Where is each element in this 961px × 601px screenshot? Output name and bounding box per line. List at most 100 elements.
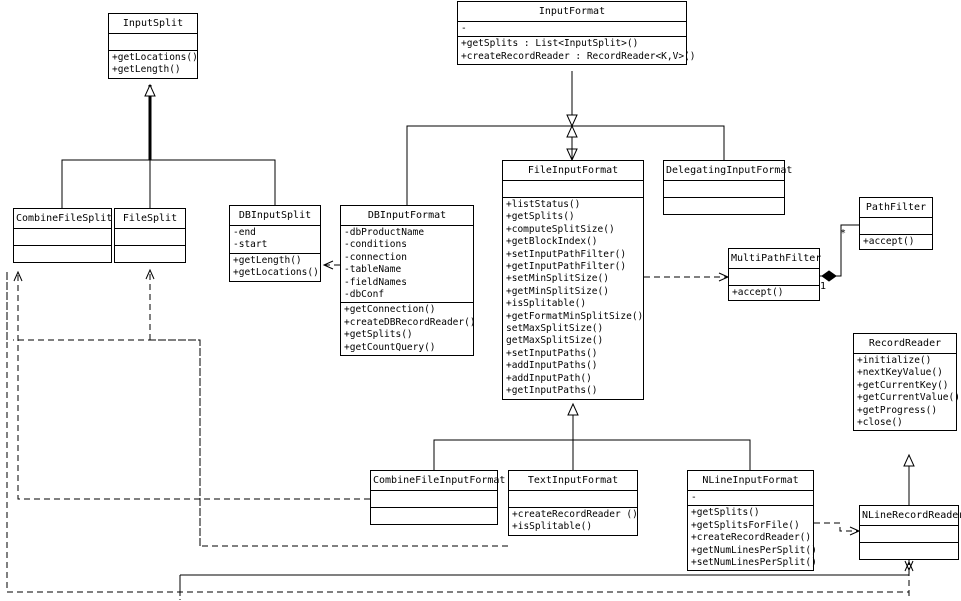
class-attribute: -end <box>233 227 256 238</box>
class-attribute: - <box>691 492 697 503</box>
class-attribute: - <box>461 23 467 34</box>
class-title: TextInputFormat <box>509 471 637 491</box>
class-method: +createRecordReader () <box>512 509 638 520</box>
class-methods: +listStatus() +getSplits() +computeSplit… <box>503 198 643 399</box>
class-title: NLineRecordReader <box>860 506 961 526</box>
class-box-multipathfilter[interactable]: MultiPathFilter +accept() <box>728 248 821 302</box>
class-attribute: -dbProductName <box>344 227 425 238</box>
class-attribute: -fieldNames <box>344 276 407 288</box>
class-attributes <box>860 526 958 543</box>
class-attribute: -tableName <box>344 264 402 276</box>
class-attributes <box>664 181 784 198</box>
class-title: InputSplit <box>109 14 197 34</box>
class-box-dbinputsplit[interactable]: DBInputSplit -end -start +getLength() +g… <box>229 205 321 282</box>
class-attributes: -dbProductName -conditions -connection -… <box>341 226 473 304</box>
class-methods: +createRecordReader () +isSplitable() <box>509 508 638 535</box>
class-method: +setInputPathFilter() <box>506 248 627 260</box>
class-box-inputsplit[interactable]: InputSplit +getLocations() +getLength() <box>108 13 198 79</box>
class-box-combinefileinputformat[interactable]: CombineFileInputFormat <box>370 470 505 525</box>
class-method: +isSplitable() <box>512 521 593 533</box>
class-title: InputFormat <box>458 2 686 22</box>
class-attributes <box>115 229 185 246</box>
class-method: +getCurrentKey() <box>857 379 949 391</box>
class-methods <box>860 543 958 559</box>
class-method: +getLength() <box>233 254 302 266</box>
class-method: +getInputPaths() <box>506 385 598 397</box>
class-method: +accept() <box>732 287 784 298</box>
class-method: +getSplits() <box>344 329 413 341</box>
class-method: +getCurrentValue() <box>857 392 960 404</box>
class-method: +close() <box>857 417 903 429</box>
class-box-nlineinputformat[interactable]: NLineInputFormat - +getSplits() +getSpli… <box>687 470 817 572</box>
class-methods: +getSplits() +getSplitsForFile() +create… <box>688 506 817 570</box>
class-methods <box>664 198 784 214</box>
class-methods: +initialize() +nextKeyValue() +getCurren… <box>854 354 960 430</box>
class-methods <box>14 246 111 262</box>
class-box-textinputformat[interactable]: TextInputFormat +createRecordReader () +… <box>508 470 638 536</box>
class-attribute: -dbConf <box>344 289 385 301</box>
class-method: +getInputPathFilter() <box>506 261 627 273</box>
class-method: +getLocations() <box>112 52 198 63</box>
class-box-nlinerecordreader[interactable]: NLineRecordReader <box>859 505 961 560</box>
class-methods: +accept() <box>729 286 819 300</box>
class-box-recordreader[interactable]: RecordReader +initialize() +nextKeyValue… <box>853 333 960 432</box>
class-method: +getLength() <box>112 64 181 76</box>
class-attributes <box>371 491 497 508</box>
class-method: +accept() <box>863 236 915 247</box>
class-title: NLineInputFormat <box>688 471 813 491</box>
class-method: +getNumLinesPerSplit() <box>691 544 817 556</box>
class-method: +getSplitsForFile() <box>691 519 800 531</box>
class-box-delegatinginputformat[interactable]: DelegatingInputFormat <box>663 160 792 215</box>
class-attributes: - <box>458 22 686 38</box>
class-title: CombineFileInputFormat <box>371 471 505 491</box>
class-method: setMaxSplitSize() <box>506 323 604 335</box>
class-title: DBInputSplit <box>230 206 320 226</box>
class-method: +createRecordReader() <box>691 532 812 544</box>
class-methods: +getConnection() +createDBRecordReader()… <box>341 303 476 355</box>
class-box-combinefilesplit[interactable]: CombineFileSplit <box>13 208 112 263</box>
class-box-fileinputformat[interactable]: FileInputFormat +listStatus() +getSplits… <box>502 160 644 400</box>
class-method: +addInputPaths() <box>506 360 598 372</box>
class-box-dbinputformat[interactable]: DBInputFormat -dbProductName -conditions… <box>340 205 476 357</box>
class-method: +createRecordReader : RecordReader<K,V>(… <box>461 50 696 62</box>
class-title: CombineFileSplit <box>14 209 112 229</box>
class-method: +getLocations() <box>233 267 319 279</box>
class-title: RecordReader <box>854 334 956 354</box>
class-methods: +getSplits : List<InputSplit>() +createR… <box>458 37 696 64</box>
class-method: +nextKeyValue() <box>857 367 943 379</box>
multiplicity-star-label: * <box>840 228 847 239</box>
class-method: +setNumLinesPerSplit() <box>691 557 817 569</box>
class-attributes: - <box>688 491 813 507</box>
class-method: +getSplits() <box>506 211 575 223</box>
class-method: +getFormatMinSplitSize() <box>506 310 644 322</box>
class-attributes: -end -start <box>230 226 320 254</box>
class-box-inputformat[interactable]: InputFormat - +getSplits : List<InputSpl… <box>457 1 696 66</box>
class-attributes <box>109 34 197 51</box>
class-method: +getCountQuery() <box>344 341 436 353</box>
class-methods <box>371 508 497 524</box>
class-method: +getSplits : List<InputSplit>() <box>461 38 639 50</box>
class-title: DelegatingInputFormat <box>664 161 792 181</box>
class-box-filesplit[interactable]: FileSplit <box>114 208 186 263</box>
class-method: +setInputPaths() <box>506 347 598 359</box>
class-box-pathfilter[interactable]: PathFilter +accept() <box>859 197 933 251</box>
class-method: getMaxSplitSize() <box>506 335 604 347</box>
class-title: MultiPathFilter <box>729 249 821 269</box>
class-methods <box>115 246 185 262</box>
class-attributes <box>503 181 643 198</box>
class-title: DBInputFormat <box>341 206 473 226</box>
class-methods: +getLength() +getLocations() <box>230 254 320 281</box>
class-attributes <box>14 229 111 246</box>
class-method: +getProgress() <box>857 404 938 416</box>
class-attribute: -connection <box>344 251 407 263</box>
class-method: +isSplitable() <box>506 298 587 310</box>
class-methods: +accept() <box>860 235 932 249</box>
class-attribute: -start <box>233 239 268 251</box>
class-title: PathFilter <box>860 198 932 218</box>
class-method: +createDBRecordReader() <box>344 316 476 328</box>
class-attributes <box>729 269 819 286</box>
class-methods: +getLocations() +getLength() <box>109 51 198 78</box>
class-method: +initialize() <box>857 355 932 366</box>
multiplicity-one-label: 1 <box>820 281 827 292</box>
